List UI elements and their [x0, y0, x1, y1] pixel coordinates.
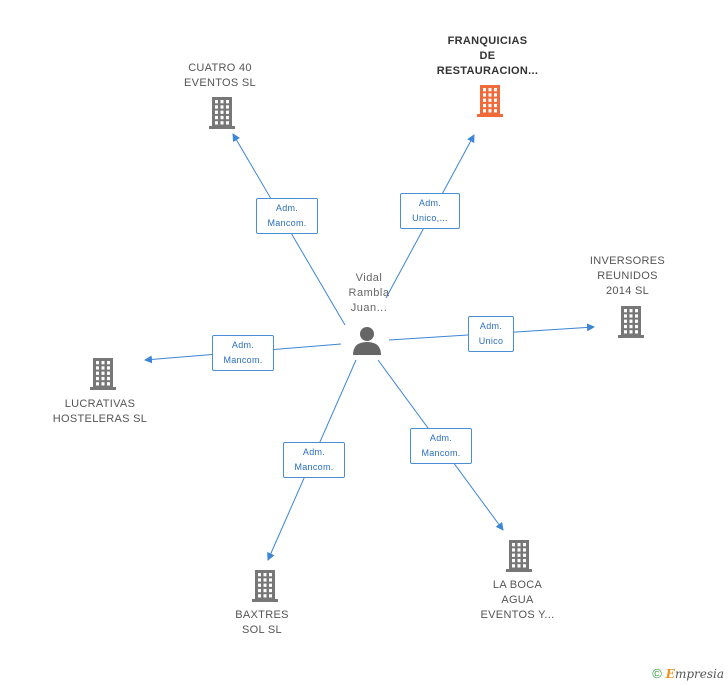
role-badge-franquicias[interactable]: Adm. Unico,...: [400, 193, 460, 229]
role-badge-cuatro40[interactable]: Adm. Mancom.: [256, 198, 318, 234]
building-icon-franquicias[interactable]: [477, 85, 503, 117]
building-icon-baxtres[interactable]: [252, 570, 278, 602]
role-badge-line: Mancom.: [421, 448, 461, 458]
copyright-symbol: ©: [652, 666, 662, 681]
role-badge-line: Mancom.: [267, 218, 307, 228]
empresia-logo[interactable]: Empresia: [665, 666, 724, 681]
company-label-franquicias[interactable]: FRANQUICIAS DE RESTAURACION...: [420, 34, 555, 79]
building-icon-laboca[interactable]: [506, 540, 532, 572]
footer: © Empresia: [652, 666, 724, 681]
company-label-franquicias-line: FRANQUICIAS: [447, 35, 528, 47]
role-badge-lucrativas[interactable]: Adm. Mancom.: [212, 335, 274, 371]
role-badge-line: Adm.: [418, 198, 442, 208]
role-badge-line: Mancom.: [223, 355, 263, 365]
company-label-franquicias-line: DE: [479, 50, 496, 62]
building-icon-lucrativas[interactable]: [90, 358, 116, 390]
role-badge-laboca[interactable]: Adm. Mancom.: [410, 428, 472, 464]
company-label-baxtres[interactable]: BAXTRES SOL SL: [212, 608, 312, 638]
company-label-cuatro40-line: EVENTOS SL: [184, 77, 256, 89]
role-badge-inversores[interactable]: Adm. Unico: [468, 316, 514, 352]
building-icon-inversores[interactable]: [618, 306, 644, 338]
company-label-inversores[interactable]: INVERSORES REUNIDOS 2014 SL: [580, 254, 675, 299]
role-badge-line: Unico,...: [412, 213, 448, 223]
role-badge-line: Mancom.: [294, 462, 334, 472]
company-label-lucrativas-line: HOSTELERAS SL: [52, 413, 148, 425]
company-label-inversores-line: 2014 SL: [605, 285, 650, 297]
company-label-franquicias-line: RESTAURACION...: [436, 65, 539, 77]
company-label-lucrativas[interactable]: LUCRATIVAS HOSTELERAS SL: [40, 397, 160, 427]
company-label-laboca-line: AGUA: [501, 594, 534, 606]
person-icon[interactable]: [353, 327, 381, 355]
company-label-laboca-line: LA BOCA: [492, 579, 543, 591]
company-label-cuatro40[interactable]: CUATRO 40 EVENTOS SL: [160, 61, 280, 91]
company-label-inversores-line: REUNIDOS: [597, 270, 658, 282]
role-badge-line: Adm.: [231, 340, 255, 350]
company-label-laboca-line: EVENTOS Y...: [480, 609, 555, 621]
person-name-label-line: Vidal: [355, 272, 383, 284]
company-label-baxtres-line: BAXTRES: [235, 609, 289, 621]
role-badge-line: Unico: [478, 336, 504, 346]
company-label-laboca[interactable]: LA BOCA AGUA EVENTOS Y...: [460, 578, 575, 623]
role-badge-line: Adm.: [479, 321, 503, 331]
company-label-inversores-line: INVERSORES: [589, 255, 666, 267]
role-badge-line: Adm.: [302, 447, 326, 457]
role-badge-line: Adm.: [429, 433, 453, 443]
building-icon-cuatro40[interactable]: [209, 97, 235, 129]
person-name-label-line: Rambla: [348, 287, 390, 299]
company-label-baxtres-line: SOL SL: [242, 624, 282, 636]
person-name-label-line: Juan...: [350, 302, 388, 314]
company-label-cuatro40-line: CUATRO 40: [188, 62, 252, 74]
role-badge-line: Adm.: [275, 203, 299, 213]
company-label-lucrativas-line: LUCRATIVAS: [64, 398, 136, 410]
role-badge-baxtres[interactable]: Adm. Mancom.: [283, 442, 345, 478]
